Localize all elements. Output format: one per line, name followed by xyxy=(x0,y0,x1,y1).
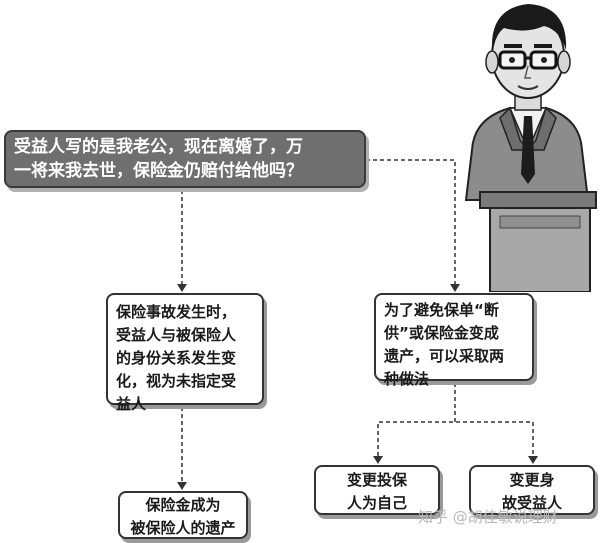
arrowhead xyxy=(177,482,187,490)
connector-right-split xyxy=(377,421,534,456)
connector-question-right xyxy=(366,159,456,284)
left-branch-line-4: 化，视为未指定受 xyxy=(116,372,237,390)
question-box: 受益人写的是我老公，现在离婚了，万 一将来我去世，保险金仍赔付给他吗？ xyxy=(4,130,366,188)
right-branch-box: 为了避免保单“断 供”或保险金变成 遗产，可以采取两 种做法 xyxy=(374,293,534,388)
question-line-1: 受益人写的是我老公，现在离婚了，万 xyxy=(14,137,303,157)
right-branch-line-2: 供”或保险金变成 xyxy=(384,324,499,342)
left-branch-line-1: 保险事故发生时， xyxy=(116,303,237,321)
left-branch-line-2: 受益人与被保险人 xyxy=(116,326,237,344)
arrowhead xyxy=(373,456,383,464)
watermark: 知乎 @胡佳敏说理财 xyxy=(418,508,558,526)
arrowhead xyxy=(528,456,538,464)
left-result-line-2: 被保险人的遗产 xyxy=(130,519,236,537)
arrowhead xyxy=(177,284,187,292)
question-line-2: 一将来我去世，保险金仍赔付给他吗？ xyxy=(14,161,303,181)
option-1-line-2: 人为自己 xyxy=(346,494,407,512)
speaker-at-podium-illustration xyxy=(464,4,597,292)
option-1-line-1: 变更投保 xyxy=(346,471,407,489)
left-branch-box: 保险事故发生时， 受益人与被保险人 的身份关系发生变 化，视为未指定受 益人 xyxy=(106,293,264,413)
left-result-box: 保险金成为 被保险人的遗产 xyxy=(118,491,248,539)
right-branch-line-4: 种做法 xyxy=(384,370,430,388)
right-branch-line-3: 遗产，可以采取两 xyxy=(384,347,505,365)
right-branch-line-1: 为了避免保单“断 xyxy=(384,301,499,319)
option-1-box: 变更投保 人为自己 xyxy=(314,465,440,515)
left-branch-line-3: 的身份关系发生变 xyxy=(116,349,237,367)
option-2-box: 变更身 故受益人 xyxy=(469,465,595,515)
left-result-line-1: 保险金成为 xyxy=(145,496,221,514)
arrowhead xyxy=(450,284,460,292)
option-2-line-1: 变更身 xyxy=(509,471,555,489)
option-2-line-2: 故受益人 xyxy=(501,494,562,512)
left-branch-line-5: 益人 xyxy=(116,395,147,413)
